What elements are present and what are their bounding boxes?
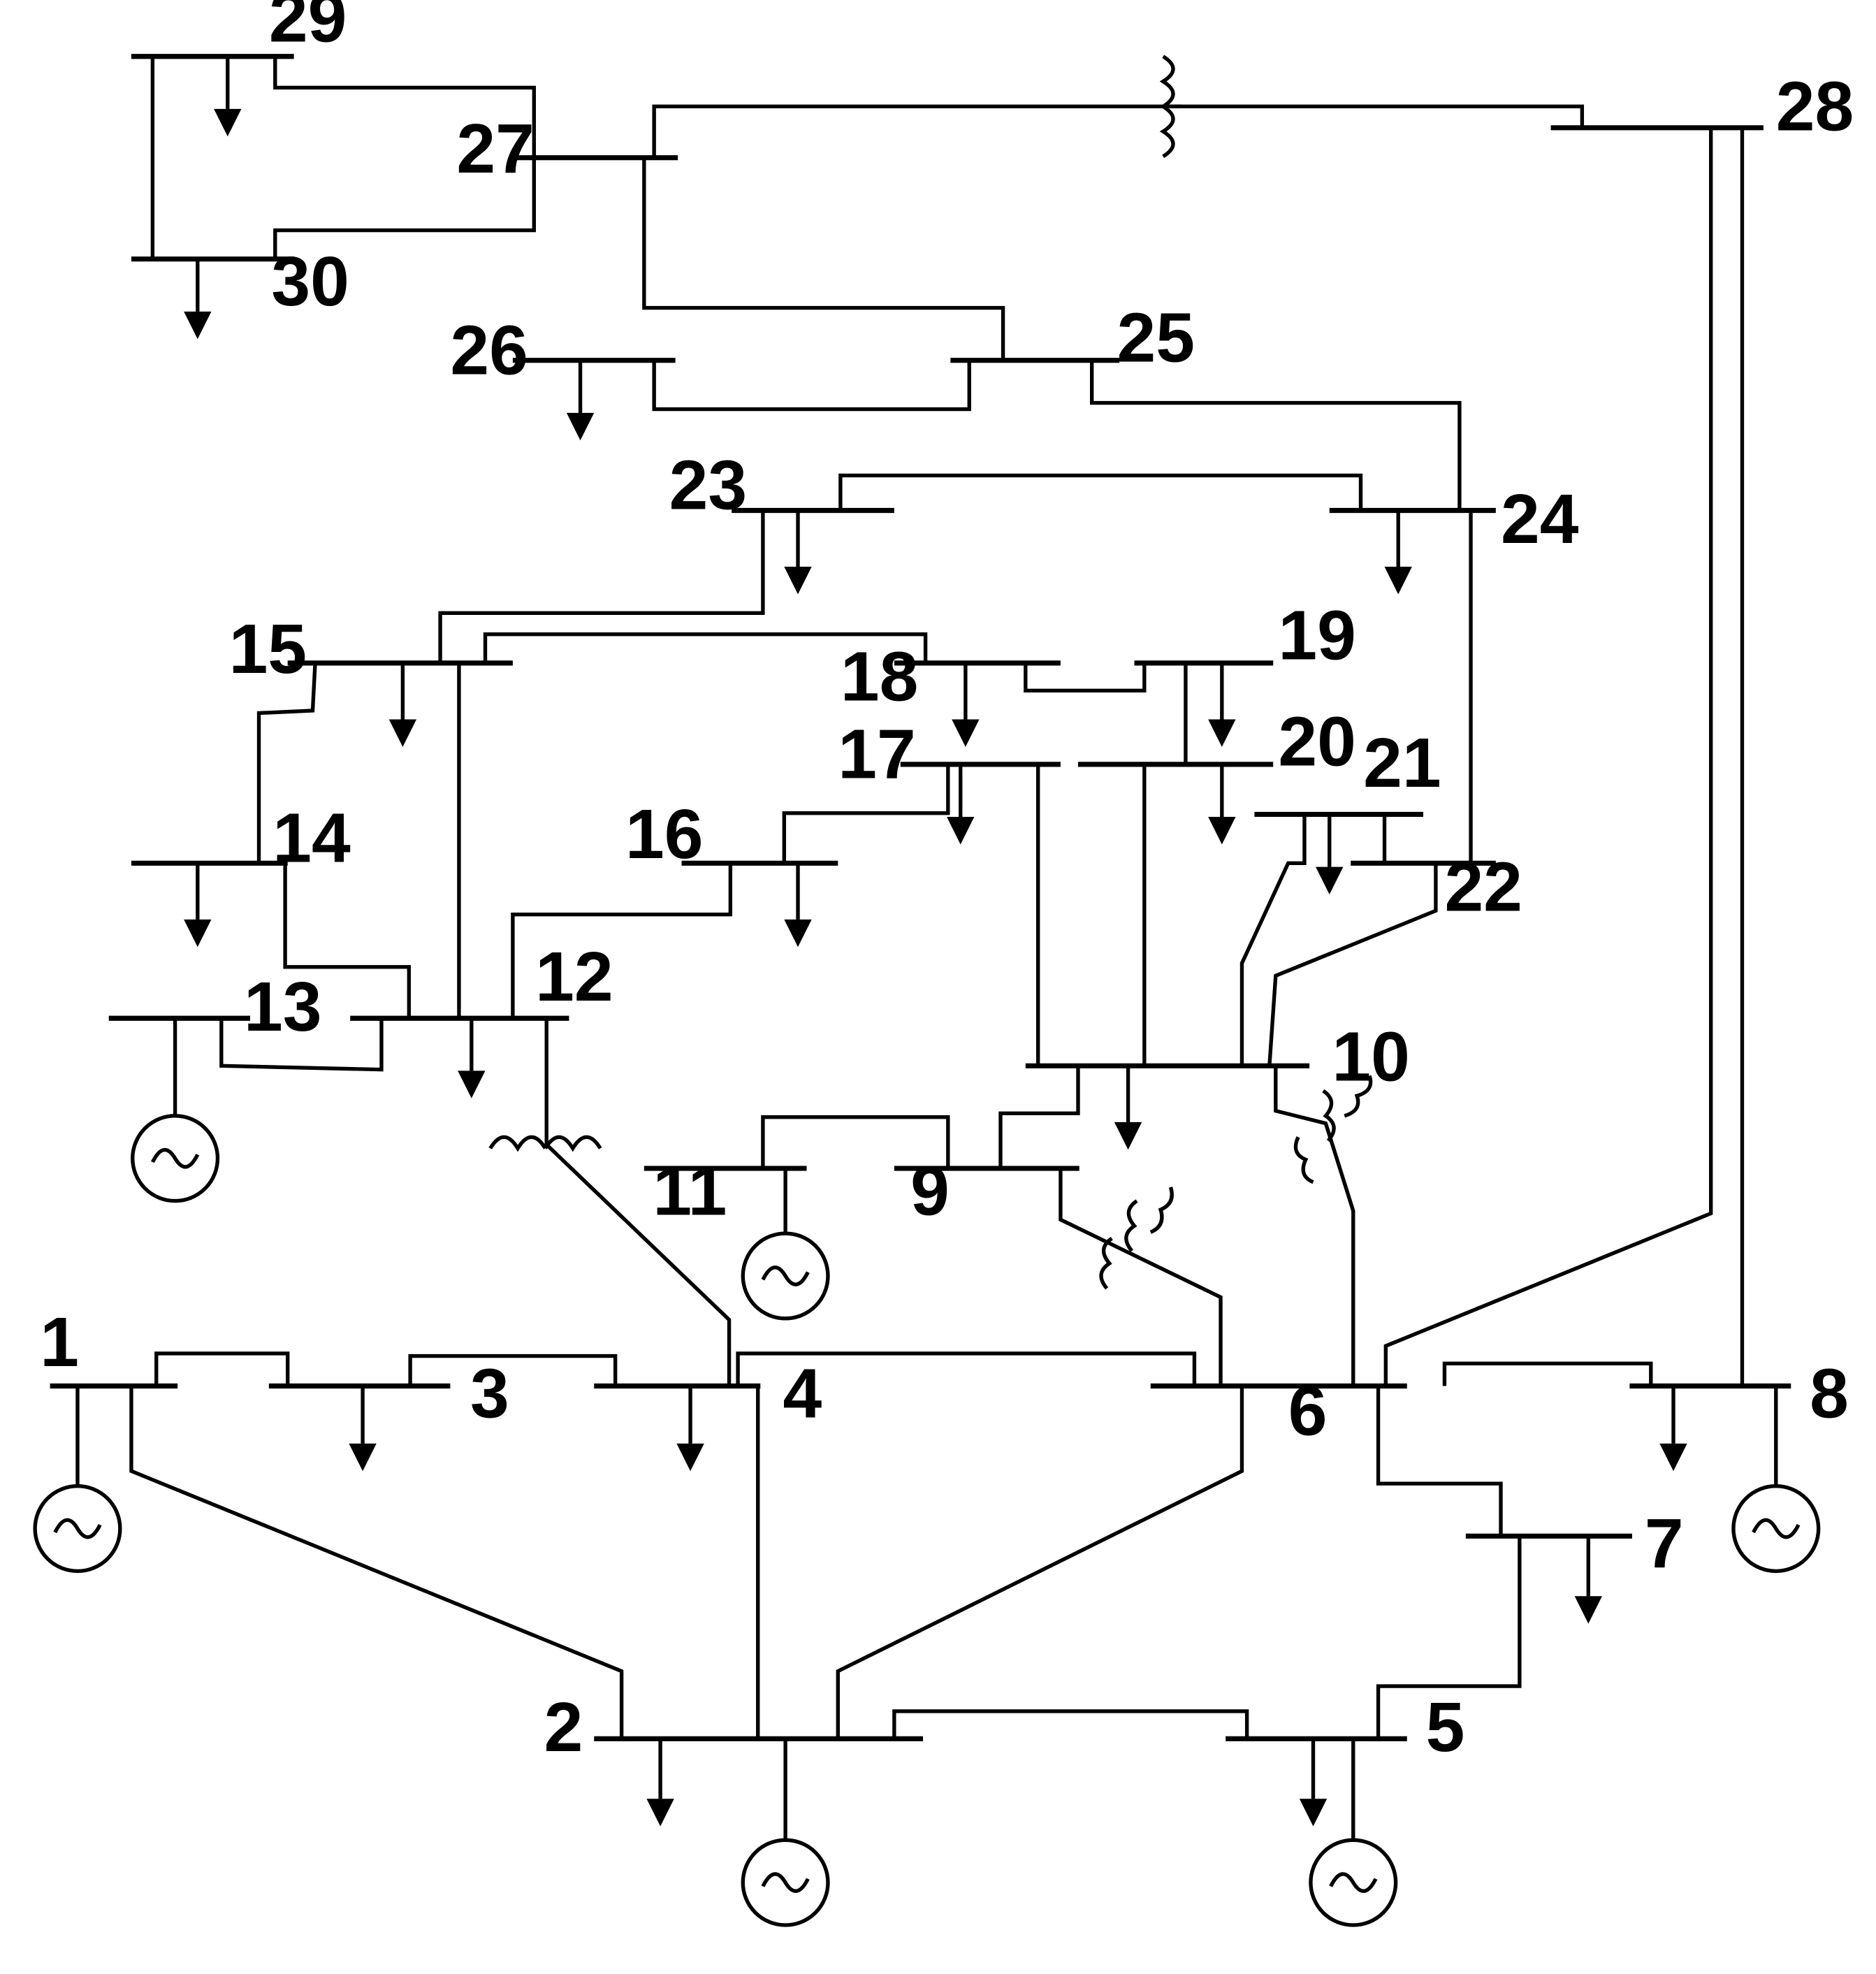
line-5-7 xyxy=(1376,1536,1522,1739)
load-arrow-4 xyxy=(676,1386,704,1472)
bus-label-24: 24 xyxy=(1501,480,1579,558)
line-25-26 xyxy=(652,360,971,412)
load-arrow-14 xyxy=(184,863,212,948)
bus-label-29: 29 xyxy=(269,0,347,57)
bus-label-7: 7 xyxy=(1645,1504,1684,1583)
line-12-14 xyxy=(283,863,412,1019)
load-arrow-18 xyxy=(952,662,980,747)
load-arrow-7 xyxy=(1574,1536,1602,1624)
bus-label-1: 1 xyxy=(40,1303,79,1381)
line-4-12 xyxy=(544,1018,732,1386)
line-10-22 xyxy=(1267,863,1438,1066)
bus-label-14: 14 xyxy=(272,799,351,878)
bus-label-12: 12 xyxy=(535,938,613,1016)
line-1-2 xyxy=(129,1386,624,1739)
transformer-6-9 xyxy=(1099,1186,1174,1290)
bus-label-18: 18 xyxy=(841,638,919,716)
line-15-18 xyxy=(483,632,928,663)
load-arrow-21 xyxy=(1316,814,1344,895)
bus-label-13: 13 xyxy=(244,968,322,1046)
bus-label-27: 27 xyxy=(456,110,535,188)
load-arrow-16 xyxy=(784,863,812,948)
line-27-29 xyxy=(273,56,537,158)
load-arrow-19 xyxy=(1208,662,1236,747)
bus-label-15: 15 xyxy=(229,610,307,688)
transformer-4-12 xyxy=(488,1135,602,1152)
bus-label-16: 16 xyxy=(625,795,704,873)
load-arrow-12 xyxy=(458,1018,486,1098)
bus-label-23: 23 xyxy=(669,447,747,525)
bus-label-8: 8 xyxy=(1810,1354,1849,1432)
line-3-4 xyxy=(408,1354,618,1386)
generators xyxy=(33,1018,1821,1927)
generator-2 xyxy=(741,1739,830,1927)
line-6-28 xyxy=(1383,127,1713,1386)
bus-label-26: 26 xyxy=(450,311,528,389)
line-16-17 xyxy=(782,764,950,864)
line-1-3 xyxy=(154,1351,290,1386)
line-2-6 xyxy=(836,1386,1244,1739)
generator-13 xyxy=(131,1018,220,1203)
bus-label-21: 21 xyxy=(1363,724,1441,802)
line-14-15 xyxy=(256,662,317,864)
load-arrow-15 xyxy=(388,662,417,747)
bus-label-11: 11 xyxy=(653,1152,727,1230)
load-arrow-23 xyxy=(784,510,812,595)
line-23-24 xyxy=(838,473,1363,511)
line-6-7 xyxy=(1376,1386,1503,1537)
line-6-9 xyxy=(1059,1168,1223,1386)
load-arrow-2 xyxy=(646,1739,674,1827)
bus-label-19: 19 xyxy=(1278,597,1355,675)
line-2-5 xyxy=(892,1709,1249,1739)
line-24-25 xyxy=(1089,360,1462,511)
bus-label-30: 30 xyxy=(271,242,349,321)
transformer-27-28 xyxy=(1159,55,1182,159)
load-arrow-5 xyxy=(1299,1739,1328,1827)
transmission-lines xyxy=(129,56,1745,1739)
line-25-27 xyxy=(642,157,1005,361)
load-arrow-20 xyxy=(1208,764,1236,845)
line-6-8 xyxy=(1442,1361,1653,1386)
bus-label-4: 4 xyxy=(783,1354,822,1432)
generator-1 xyxy=(33,1386,122,1574)
load-arrow-3 xyxy=(349,1386,377,1472)
load-arrow-24 xyxy=(1384,510,1412,595)
transformer-6-10 xyxy=(1293,1075,1373,1184)
load-arrow-29 xyxy=(214,56,242,137)
loads xyxy=(184,56,1687,1827)
bus-label-6: 6 xyxy=(1288,1372,1328,1450)
line-15-23 xyxy=(438,510,765,663)
transformers xyxy=(488,55,1373,1290)
bus-label-10: 10 xyxy=(1332,1018,1410,1096)
line-12-16 xyxy=(511,863,733,1019)
generator-11 xyxy=(741,1168,830,1321)
bus-label-5: 5 xyxy=(1426,1688,1465,1766)
line-27-30 xyxy=(273,157,537,259)
line-9-10 xyxy=(998,1066,1080,1169)
line-6-10 xyxy=(1274,1066,1355,1386)
line-27-28 xyxy=(652,104,1585,158)
bus-label-2: 2 xyxy=(544,1688,583,1766)
bus-label-28: 28 xyxy=(1776,67,1854,145)
line-9-11 xyxy=(761,1115,950,1169)
bus-label-20: 20 xyxy=(1278,703,1355,781)
bus-label-22: 22 xyxy=(1444,848,1522,926)
line-12-13 xyxy=(219,1018,384,1072)
bus-label-25: 25 xyxy=(1117,299,1195,377)
bus-label-17: 17 xyxy=(838,716,916,794)
line-4-6 xyxy=(736,1351,1197,1386)
bus-label-3: 3 xyxy=(470,1354,509,1432)
bus-label-9: 9 xyxy=(910,1152,950,1230)
load-arrow-10 xyxy=(1114,1066,1142,1150)
load-arrow-17 xyxy=(947,764,975,845)
load-arrow-26 xyxy=(566,360,595,441)
line-10-21 xyxy=(1239,814,1307,1066)
line-18-19 xyxy=(1024,662,1147,692)
load-arrow-8 xyxy=(1659,1386,1687,1472)
generator-5 xyxy=(1309,1739,1398,1927)
generator-8 xyxy=(1731,1386,1821,1574)
load-arrow-30 xyxy=(184,259,212,340)
